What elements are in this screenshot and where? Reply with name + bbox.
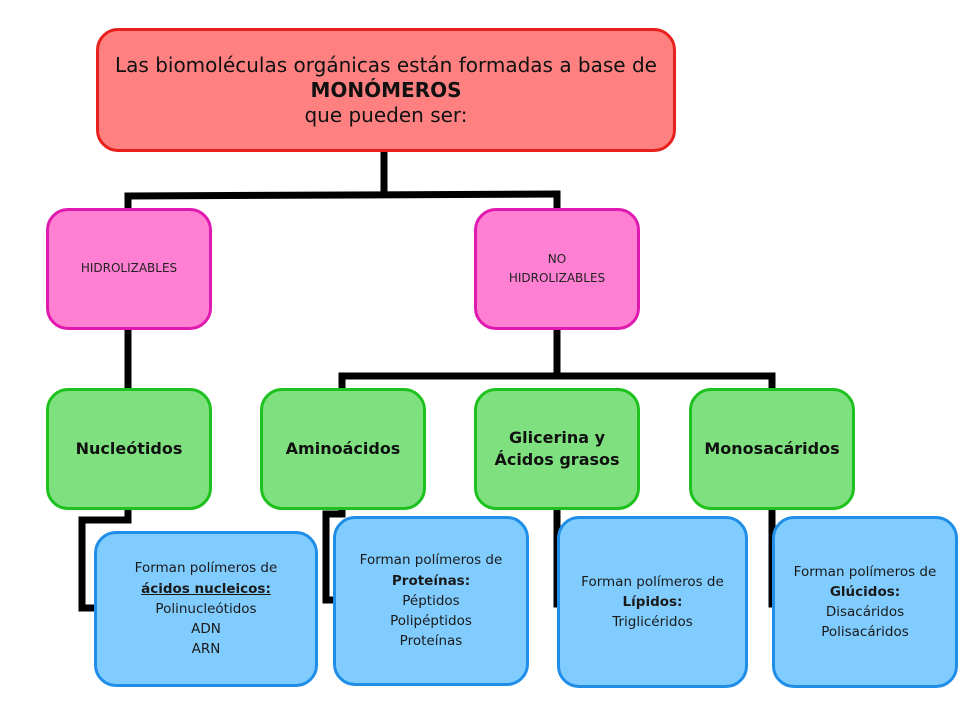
polymer-proteinas: Forman polímeros de Proteínas: Péptidos … — [333, 516, 529, 686]
category-no-hidrolizables-line-2: HIDROLIZABLES — [508, 271, 606, 285]
polymer-nucleicos-item: ARN — [191, 641, 221, 658]
monomer-aminoacidos-label: Aminoácidos — [285, 438, 401, 458]
polymer-glucidos-intro: Forman polímeros de — [793, 563, 937, 580]
category-hidrolizables-label: HIDROLIZABLES — [80, 261, 178, 276]
polymer-glucidos-item: Disacáridos — [825, 604, 905, 620]
root-line-3: que pueden ser: — [304, 102, 468, 127]
polymer-proteinas-item: Proteínas — [399, 633, 463, 650]
polymer-proteinas-item: Péptidos — [402, 592, 460, 609]
monomer-monosacaridos: Monosacáridos — [689, 388, 855, 510]
monomers-root-box: Las biomoléculas orgánicas están formada… — [96, 28, 676, 152]
polymer-lipidos-type: Lípidos: — [622, 593, 683, 610]
polymer-glucidos-item: Polisacáridos — [821, 624, 909, 641]
polymer-nucleicos-type: ácidos nucleicos: — [141, 580, 271, 597]
polymer-nucleicos-item: ADN — [191, 621, 221, 638]
root-line-2: MONÓMEROS — [310, 77, 462, 102]
polymer-proteinas-type: Proteínas: — [391, 572, 471, 589]
monomer-monosacaridos-label: Monosacáridos — [704, 438, 840, 458]
category-no-hidrolizables-line-1: NO — [547, 251, 567, 266]
root-line-1: Las biomoléculas orgánicas están formada… — [115, 52, 657, 77]
category-no-hidrolizables: NO HIDROLIZABLES — [474, 208, 640, 330]
monomer-aminoacidos: Aminoácidos — [260, 388, 426, 510]
monomer-glicerina-line-1: Glicerina y — [509, 427, 605, 447]
polymer-lipidos: Forman polímeros de Lípidos: Triglicérid… — [557, 516, 748, 688]
polymer-lipidos-item: Triglicéridos — [612, 614, 693, 631]
monomer-nucleotidos: Nucleótidos — [46, 388, 212, 510]
polymer-glucidos: Forman polímeros de Glúcidos: Disacárido… — [772, 516, 958, 688]
polymer-proteinas-intro: Forman polímeros de — [359, 552, 503, 569]
polymer-nucleicos-intro: Forman polímeros de — [134, 560, 278, 577]
polymer-proteinas-item: Polipéptidos — [390, 613, 472, 630]
monomer-glicerina-line-2: Ácidos grasos — [494, 450, 620, 469]
polymer-lipidos-intro: Forman polímeros de — [581, 573, 724, 590]
monomer-glicerina: Glicerina y Ácidos grasos — [474, 388, 640, 510]
polymer-glucidos-type: Glúcidos: — [829, 583, 901, 600]
polymer-nucleicos-item: Polinucleótidos — [155, 600, 257, 617]
monomer-nucleotidos-label: Nucleótidos — [75, 438, 183, 458]
category-hidrolizables: HIDROLIZABLES — [46, 208, 212, 330]
polymer-acidos-nucleicos: Forman polímeros de ácidos nucleicos: Po… — [94, 531, 318, 687]
